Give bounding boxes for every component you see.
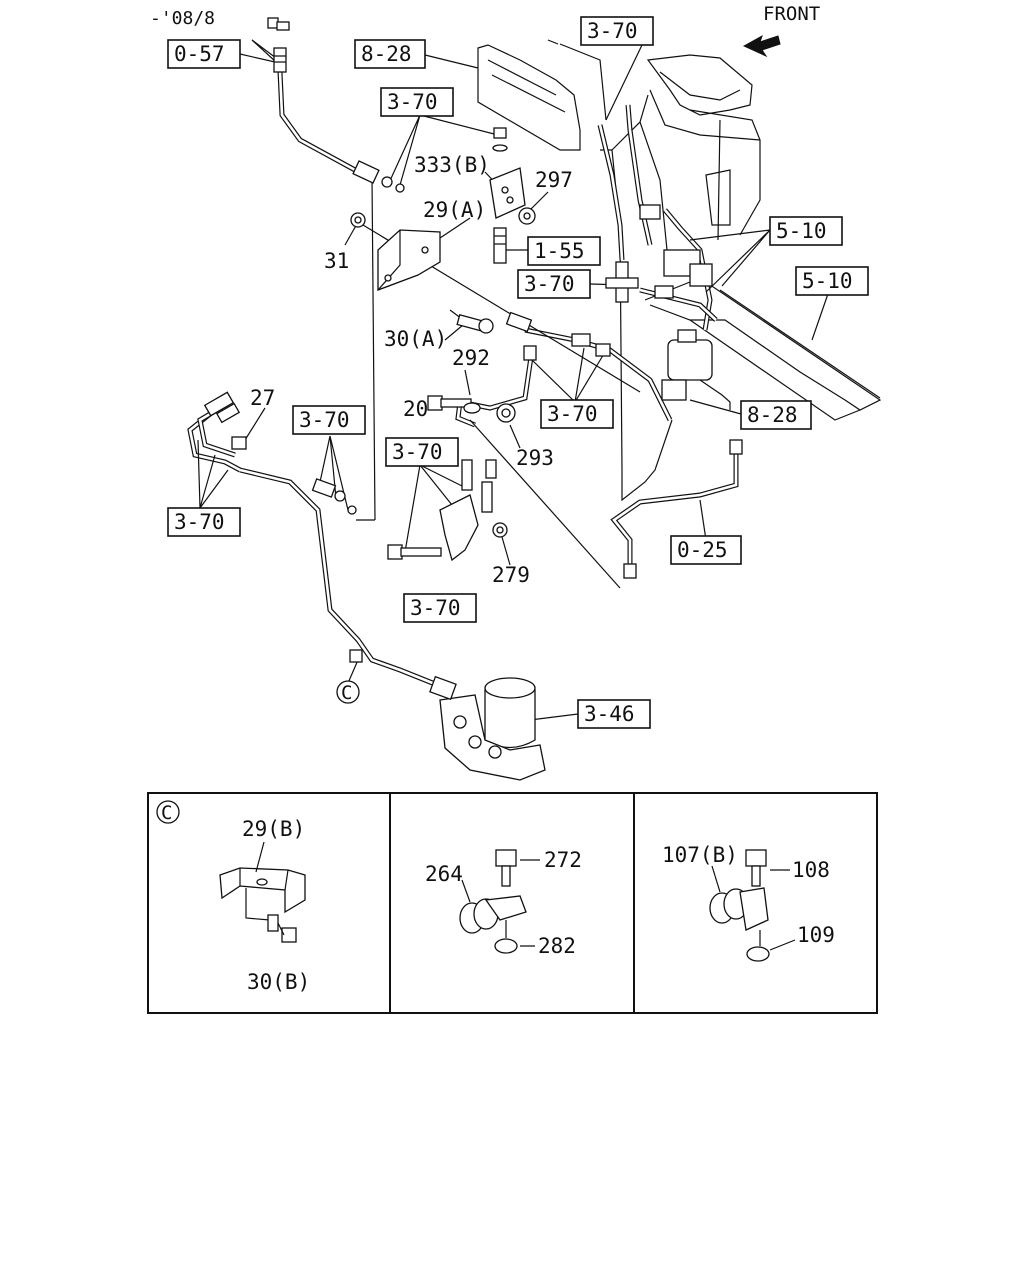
fitting-left-lower <box>311 478 357 515</box>
nut-297 <box>518 207 536 225</box>
nut-293 <box>496 403 516 423</box>
ref-box-0-57: 0-57 <box>167 39 241 69</box>
part-333b: 333(B) <box>414 153 490 177</box>
marker-c-main: C <box>341 682 352 704</box>
fitting-057-upper <box>267 17 290 73</box>
ref-box-3-70-d: 3-70 <box>540 399 614 429</box>
fitting-025 <box>623 439 743 579</box>
detail-bolt-272 <box>495 849 540 887</box>
valve-828 <box>661 329 713 401</box>
ref-3-70-c: 3-70 <box>524 272 575 296</box>
part-31: 31 <box>324 249 349 273</box>
ref-box-0-25: 0-25 <box>670 535 742 565</box>
detail-nut-282 <box>494 920 535 954</box>
part-297: 297 <box>535 168 573 192</box>
fitting-left-nut <box>352 160 405 193</box>
clamp-27 <box>203 391 247 450</box>
bolt-155 <box>493 227 507 264</box>
detail-clamp-107b <box>709 865 769 931</box>
ref-0-25: 0-25 <box>677 538 728 562</box>
detail-marker-c: C <box>161 802 172 824</box>
bracket-279 <box>387 459 508 562</box>
tee-fitting <box>605 261 639 303</box>
ref-8-28-top: 8-28 <box>361 42 412 66</box>
ref-3-70-e: 3-70 <box>299 408 350 432</box>
ref-box-3-70-g: 3-70 <box>167 507 241 537</box>
part-29a: 29(A) <box>423 198 486 222</box>
ref-box-3-70-e: 3-70 <box>292 405 366 435</box>
part-29b: 29(B) <box>242 817 305 841</box>
ref-box-3-70-b: 3-70 <box>580 16 654 46</box>
valve-346 <box>429 675 546 781</box>
ref-0-57: 0-57 <box>174 42 225 66</box>
nut-31 <box>350 212 366 228</box>
ref-3-70-f: 3-70 <box>392 440 443 464</box>
date-code: -'08/8 <box>150 8 215 29</box>
part-293: 293 <box>516 446 554 470</box>
bracket-29a <box>377 229 441 291</box>
ref-box-8-28-bottom: 8-28 <box>740 400 812 430</box>
ref-8-28-bottom: 8-28 <box>747 403 798 427</box>
ref-box-3-46: 3-46 <box>577 699 651 729</box>
ref-3-70-d: 3-70 <box>547 402 598 426</box>
part-282: 282 <box>538 934 576 958</box>
part-292: 292 <box>452 346 490 370</box>
part-30b: 30(B) <box>247 970 310 994</box>
fitting-mid <box>505 311 611 361</box>
bracket-333b <box>489 127 526 219</box>
ref-3-70-h: 3-70 <box>410 596 461 620</box>
part-109: 109 <box>797 923 835 947</box>
ref-box-3-70-f: 3-70 <box>385 437 459 467</box>
ref-1-55: 1-55 <box>534 239 585 263</box>
part-27: 27 <box>250 386 275 410</box>
ref-3-70-g: 3-70 <box>174 510 225 534</box>
ref-box-3-70-h: 3-70 <box>403 593 477 623</box>
part-30a: 30(A) <box>384 327 447 351</box>
part-107b: 107(B) <box>662 843 738 867</box>
ref-box-5-10-a: 5-10 <box>769 216 843 246</box>
valve-cluster-upper <box>639 204 713 299</box>
ref-3-70-a: 3-70 <box>387 90 438 114</box>
detail-clamp-264 <box>459 879 527 934</box>
ref-box-5-10-b: 5-10 <box>795 266 869 296</box>
part-279: 279 <box>492 563 530 587</box>
part-272: 272 <box>544 848 582 872</box>
front-arrow-icon <box>742 34 781 58</box>
ref-box-3-70-c: 3-70 <box>517 269 591 299</box>
part-20: 20 <box>403 397 428 421</box>
detail-bracket-29b <box>219 841 306 921</box>
part-264: 264 <box>425 862 463 886</box>
part-108: 108 <box>792 858 830 882</box>
detail-bolt-30b <box>267 914 297 943</box>
detail-c-marker-main: C <box>336 680 360 704</box>
detail-nut-109 <box>746 930 796 962</box>
ref-3-70-b: 3-70 <box>587 19 638 43</box>
clip-292 <box>463 402 481 414</box>
ref-box-1-55: 1-55 <box>527 236 601 266</box>
cab-frame-structure <box>477 39 882 502</box>
leader-lines <box>197 39 831 721</box>
ref-box-8-28-top: 8-28 <box>354 39 426 69</box>
ref-5-10-a: 5-10 <box>776 219 827 243</box>
ref-3-46: 3-46 <box>584 702 635 726</box>
ref-5-10-b: 5-10 <box>802 269 853 293</box>
detail-bolt-108 <box>745 849 790 887</box>
fitting-30a <box>456 314 494 334</box>
clamp-c <box>349 649 363 663</box>
front-label: FRONT <box>763 3 820 25</box>
ref-box-3-70-a: 3-70 <box>380 87 454 117</box>
